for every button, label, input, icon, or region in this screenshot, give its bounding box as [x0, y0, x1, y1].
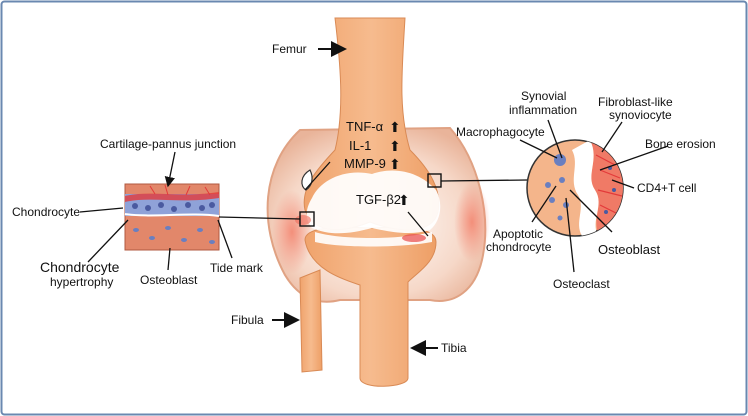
fibroblast-pointer [601, 121, 623, 153]
osteoclast-pointer [565, 197, 575, 273]
fibula-bone [299, 269, 323, 373]
connector-right [440, 179, 528, 182]
cartilage-inset [124, 183, 220, 251]
macrophagocyte-pointer [519, 139, 558, 159]
label-macrophagocyte: Macrophagocyte [456, 125, 545, 139]
label-apoptotic-2: chondrocyte [486, 240, 552, 254]
label-osteoblast-left: Osteoblast [140, 273, 198, 287]
label-tibia: Tibia [441, 341, 467, 355]
synovial-pointer [547, 119, 563, 159]
label-chondrocyte-hypertrophy-1: Chondrocyte [40, 259, 120, 275]
cd4-pointer [611, 179, 635, 189]
label-mmp9: MMP-9 [344, 156, 386, 171]
synovial-inflammation-left [272, 190, 312, 274]
bone-erosion-pointer [599, 145, 669, 171]
tgf-pointer [407, 211, 429, 237]
label-il1: IL-1 [349, 138, 371, 153]
label-fibroblast-1: Fibroblast-like [598, 95, 673, 109]
label-apoptotic-1: Apoptotic [493, 227, 543, 241]
label-fibula: Fibula [231, 313, 264, 327]
tibial-cartilage [315, 232, 432, 247]
label-osteoclast: Osteoclast [553, 277, 610, 291]
arrow-up-tnf: ⬆ [389, 119, 401, 135]
label-chondrocyte: Chondrocyte [12, 205, 80, 219]
connector-left [218, 216, 301, 220]
label-cd4: CD4+T cell [637, 181, 696, 195]
arrow-up-tgf: ⬆ [398, 192, 410, 208]
pannus-spot [295, 215, 311, 225]
arrow-up-mmp9: ⬆ [389, 156, 401, 172]
label-synovial-2: inflammation [509, 103, 577, 117]
label-cartilage-pannus: Cartilage-pannus junction [100, 137, 236, 151]
articular-cartilage [306, 170, 441, 234]
label-osteoblast-right: Osteoblast [598, 242, 661, 257]
apoptotic-pointer [531, 185, 557, 223]
label-femur: Femur [272, 42, 307, 56]
osteoblast-right-pointer [569, 189, 613, 233]
label-synovial-1: Synovial [521, 89, 566, 103]
chondrocyte-pointer [79, 207, 124, 213]
label-tide-mark: Tide mark [210, 261, 264, 275]
osteoblast-left-pointer [167, 247, 171, 271]
synovial-inflammation-right [454, 182, 490, 262]
arrow-up-il1: ⬆ [389, 138, 401, 154]
label-fibroblast-2: synoviocyte [609, 108, 672, 122]
label-bone-erosion: Bone erosion [645, 137, 716, 151]
label-tnf: TNF-α [346, 119, 384, 134]
label-chondrocyte-hypertrophy-2: hypertrophy [50, 275, 113, 289]
hypertrophy-pointer [87, 219, 129, 263]
cartilage-lesion [402, 234, 426, 242]
label-tgf: TGF-β2 [356, 192, 401, 207]
cartilage-pannus-pointer [164, 151, 176, 188]
tide-mark-pointer [217, 219, 233, 259]
erosion-pointer [304, 161, 331, 191]
